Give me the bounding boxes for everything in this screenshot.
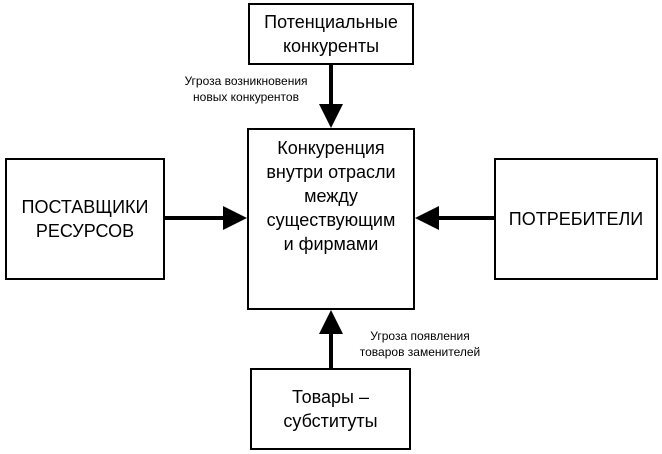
suppliers-label: ПОСТАВЩИКИ РЕСУРСОВ [21, 197, 149, 241]
industry-rivalry-label: Конкуренция внутри отрасли между существ… [266, 138, 396, 254]
buyers-box: ПОТРЕБИТЕЛИ [494, 158, 658, 280]
potential-competitors-label: Потенциальные конкуренты [264, 12, 398, 56]
substitutes-box: Товары – субституты [250, 368, 411, 450]
substitutes-label: Товары – субституты [283, 387, 378, 431]
potential-competitors-box: Потенциальные конкуренты [248, 3, 414, 65]
new-entrants-threat-note: Угроза возникновения новых конкурентов [184, 74, 308, 104]
buyers-label: ПОТРЕБИТЕЛИ [508, 209, 644, 229]
suppliers-box: ПОСТАВЩИКИ РЕСУРСОВ [5, 158, 165, 280]
substitutes-threat-note: Угроза появления товаров заменителей [359, 329, 481, 359]
industry-rivalry-box: Конкуренция внутри отрасли между существ… [247, 128, 415, 310]
